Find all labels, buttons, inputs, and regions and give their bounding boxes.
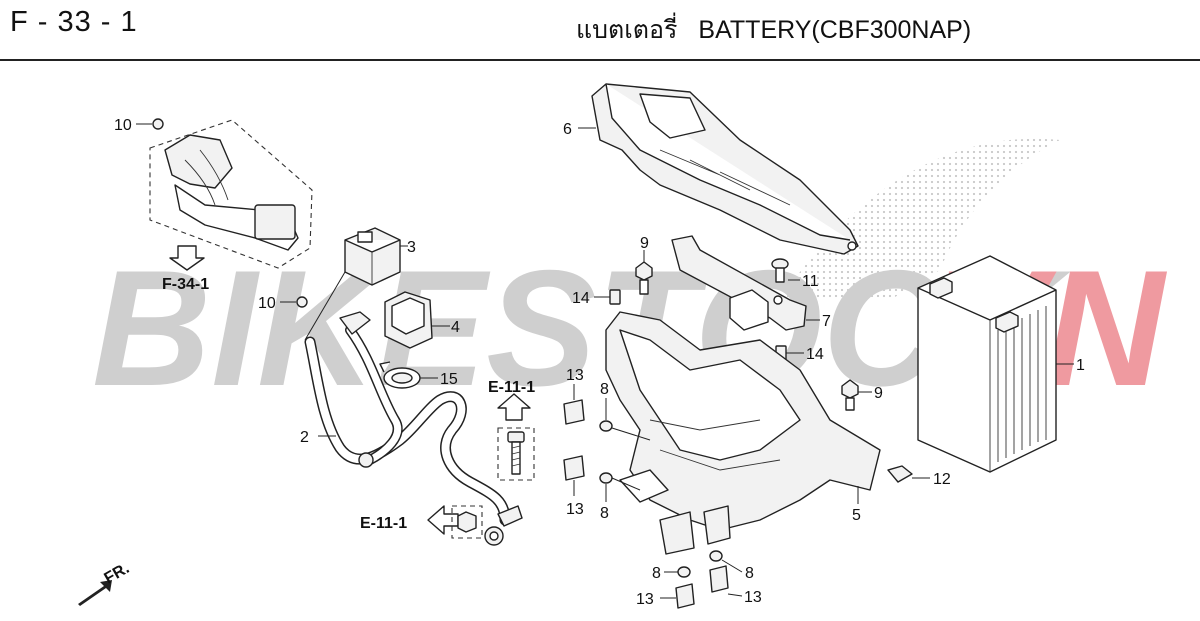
part-3-starter-relay xyxy=(344,227,408,286)
part-7-battery-band xyxy=(671,235,820,331)
callout-14-left: 14 xyxy=(572,290,590,307)
nut-13-bottom-left xyxy=(660,583,695,609)
grommet-8-bottom-right xyxy=(709,550,743,573)
callout-8-upper-left: 8 xyxy=(600,381,609,398)
callout-6: 6 xyxy=(563,121,572,138)
callout-3: 3 xyxy=(407,239,416,256)
nut-13-lower-left xyxy=(563,455,585,496)
bolt-10-lower xyxy=(280,271,346,341)
ref-arrow-e11-up xyxy=(497,393,535,481)
callout-9-right: 9 xyxy=(874,385,883,402)
bolt-9-upper xyxy=(635,250,653,295)
part-5-battery-box xyxy=(605,311,881,555)
grommet-8-bottom-left xyxy=(664,566,691,578)
callout-7: 7 xyxy=(822,313,831,330)
grommet-8-upper-left xyxy=(599,398,651,441)
callout-8-bottom-right: 8 xyxy=(745,565,754,582)
callout-13-bottom-right: 13 xyxy=(744,589,762,606)
header-divider xyxy=(0,59,1200,61)
ref-arrow-f34 xyxy=(169,245,205,271)
callout-10-top: 10 xyxy=(114,117,132,134)
title-thai: แบตเตอรี่ xyxy=(576,16,678,44)
callout-4: 4 xyxy=(451,319,460,336)
clip-14-left xyxy=(594,289,621,305)
callout-10-lower: 10 xyxy=(258,295,276,312)
callout-8-bottom-left: 8 xyxy=(652,565,661,582)
callout-8-lower-left: 8 xyxy=(600,505,609,522)
title-english: BATTERY(CBF300NAP) xyxy=(698,16,972,44)
callout-2: 2 xyxy=(300,429,309,446)
grommet-8-lower-left xyxy=(599,472,641,502)
callout-14-right: 14 xyxy=(806,346,824,363)
callout-13-lower-left: 13 xyxy=(566,501,584,518)
fuse-box-harness xyxy=(149,119,313,269)
front-direction-arrow xyxy=(78,580,112,606)
callout-13-bottom-left: 13 xyxy=(636,591,654,608)
callout-1: 1 xyxy=(1076,357,1085,374)
callout-5: 5 xyxy=(852,507,861,524)
nut-12 xyxy=(887,465,930,483)
bolt-9-right xyxy=(841,379,872,411)
bolt-11 xyxy=(771,258,800,283)
watermark-text: BIKESTOCK xyxy=(92,236,1072,420)
part-2-battery-cables xyxy=(304,311,523,546)
callout-15: 15 xyxy=(440,371,458,388)
page-code: F - 33 - 1 xyxy=(10,6,138,38)
callout-13-upper-left: 13 xyxy=(566,367,584,384)
dotted-wing-background xyxy=(780,138,1060,300)
page-title: แบตเตอรี่ BATTERY(CBF300NAP) xyxy=(576,10,971,50)
battery-side-ribs xyxy=(997,306,1047,462)
callout-12: 12 xyxy=(933,471,951,488)
part-4-relay-cover xyxy=(384,291,450,349)
callout-9-upper: 9 xyxy=(640,235,649,252)
ref-e11-up-label: E-11-1 xyxy=(488,379,535,396)
callout-11: 11 xyxy=(802,273,819,290)
ref-e11-left-label: E-11-1 xyxy=(360,515,407,532)
bolt-10-top xyxy=(136,118,164,130)
nut-13-upper-left xyxy=(563,384,585,425)
part-1-battery xyxy=(917,255,1074,473)
page-header: F - 33 - 1 แบตเตอรี่ BATTERY(CBF300NAP) xyxy=(0,0,1200,61)
nut-13-bottom-right xyxy=(709,565,743,597)
part-15-clamp xyxy=(379,361,438,389)
ref-f34-label: F-34-1 xyxy=(162,276,209,293)
ref-arrow-e11-left xyxy=(427,505,483,539)
part-6-battery-cover xyxy=(578,83,859,255)
